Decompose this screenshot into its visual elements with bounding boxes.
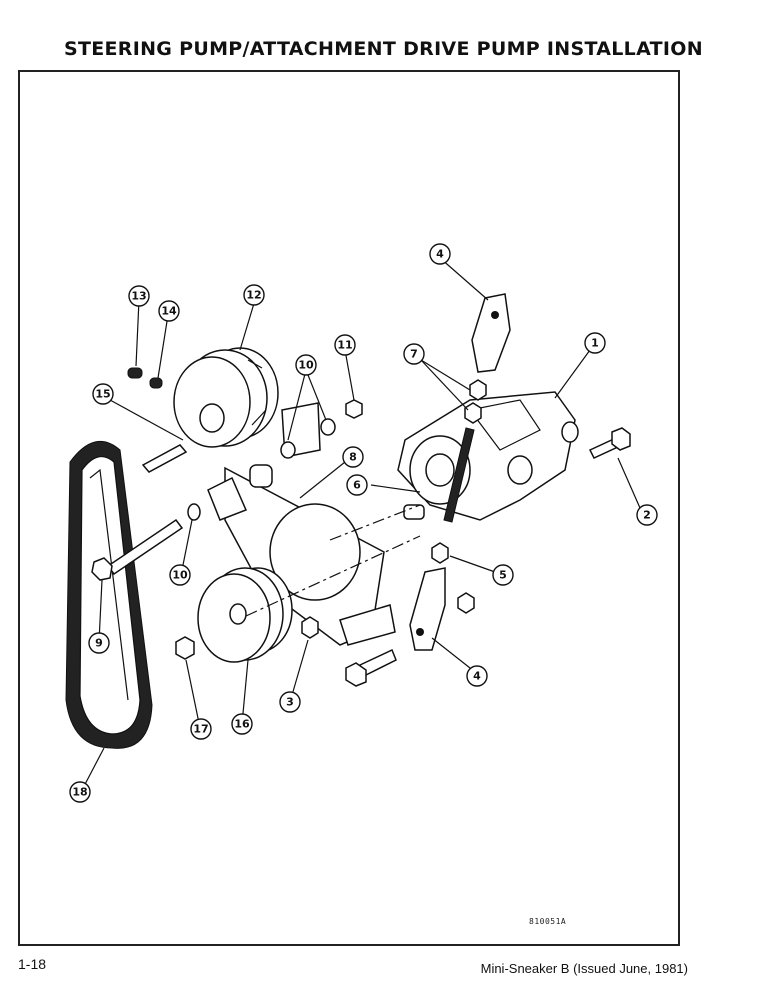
callout-9: 9 <box>88 632 110 654</box>
callout-12: 12 <box>243 284 265 306</box>
pump-body <box>397 391 579 521</box>
figure-reference-code: 810051A <box>529 917 567 926</box>
mounting-bracket <box>207 464 396 646</box>
callout-14: 14 <box>158 300 180 322</box>
svg-text:18: 18 <box>72 786 87 799</box>
nut-7b <box>464 402 482 424</box>
callout-8: 8 <box>342 446 364 468</box>
callout-13: 13 <box>128 285 150 307</box>
callout-11: 11 <box>334 334 356 356</box>
manual-reference: Mini-Sneaker B (Issued June, 1981) <box>480 961 688 976</box>
rod-end-lower <box>409 567 446 651</box>
key <box>109 399 188 473</box>
callout-4a: 4 <box>429 243 451 265</box>
callout-18: 18 <box>69 781 91 803</box>
svg-text:4: 4 <box>436 248 444 261</box>
callout-2: 2 <box>636 504 658 526</box>
nut-loose <box>457 592 475 614</box>
nut-3 <box>301 616 319 639</box>
svg-text:7: 7 <box>410 348 418 361</box>
callout-15: 15 <box>92 383 114 405</box>
svg-text:5: 5 <box>499 569 507 582</box>
svg-text:13: 13 <box>131 290 146 303</box>
callout-1: 1 <box>584 332 606 354</box>
callout-10b: 10 <box>169 564 191 586</box>
callout-10a: 10 <box>295 354 317 376</box>
leader-lines <box>81 257 641 791</box>
page-title: STEERING PUMP/ATTACHMENT DRIVE PUMP INST… <box>64 38 703 60</box>
svg-text:3: 3 <box>286 696 294 709</box>
set-screw-13 <box>127 367 143 379</box>
nut-7a <box>469 379 487 401</box>
callout-6: 6 <box>346 474 368 496</box>
svg-text:4: 4 <box>473 670 481 683</box>
nut-5 <box>431 542 449 564</box>
svg-text:17: 17 <box>193 723 208 736</box>
figure-frame <box>18 70 680 946</box>
svg-text:14: 14 <box>161 305 177 318</box>
svg-text:1: 1 <box>591 337 599 350</box>
svg-text:11: 11 <box>337 339 352 352</box>
centerlines <box>245 504 421 617</box>
svg-text:10: 10 <box>172 569 188 582</box>
svg-text:8: 8 <box>349 451 357 464</box>
bolt-lower <box>345 648 397 687</box>
belt <box>65 441 153 749</box>
callout-4b: 4 <box>466 665 488 687</box>
callout-7: 7 <box>403 343 425 365</box>
callout-5: 5 <box>492 564 514 586</box>
page-number: 1-18 <box>18 956 47 972</box>
pulley-16 <box>197 567 293 663</box>
callout-17: 17 <box>190 718 212 740</box>
svg-text:10: 10 <box>298 359 314 372</box>
svg-text:15: 15 <box>95 388 110 401</box>
nut-17 <box>175 636 195 660</box>
svg-text:16: 16 <box>234 718 250 731</box>
bolt-2 <box>588 427 631 459</box>
svg-text:9: 9 <box>95 637 103 650</box>
nut-11 <box>345 399 363 419</box>
callout-16: 16 <box>231 713 253 735</box>
bolt-9 <box>91 518 184 581</box>
spacer-plate <box>187 402 336 521</box>
svg-text:12: 12 <box>246 289 261 302</box>
callout-3: 3 <box>279 691 301 713</box>
svg-text:6: 6 <box>353 479 361 492</box>
adjusting-rod <box>443 427 475 523</box>
svg-text:2: 2 <box>643 509 651 522</box>
set-screw-14 <box>149 377 163 389</box>
rod-end-upper <box>471 293 511 373</box>
pulley-12 <box>173 347 279 448</box>
